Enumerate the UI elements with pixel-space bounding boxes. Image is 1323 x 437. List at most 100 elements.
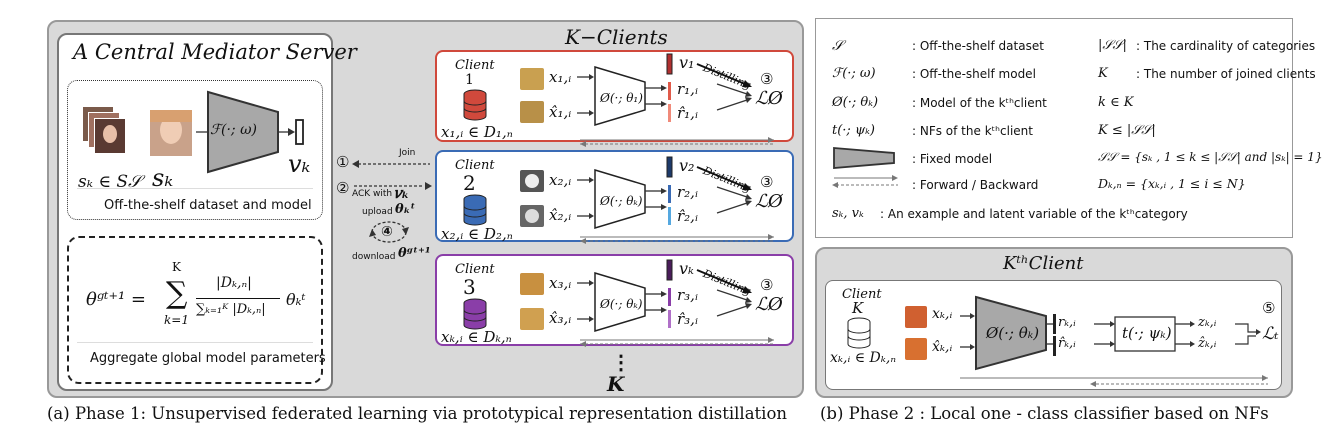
kth-repr: rₖ,ᵢ xyxy=(1058,315,1076,330)
client-input: x₂,ᵢ xyxy=(549,171,572,189)
database-icon xyxy=(463,298,487,330)
formula-theta: θₖᵗ xyxy=(286,290,306,309)
step3-marker: ③ xyxy=(760,70,774,88)
dog-photo xyxy=(520,68,544,90)
upload-label: upload xyxy=(362,207,393,217)
client-label: Client xyxy=(455,158,495,173)
client-repr: r₁,ᵢ xyxy=(677,80,698,98)
client-input-aug: x̂₃,ᵢ xyxy=(549,309,572,327)
formula-sum-sign: ∑ xyxy=(166,276,188,311)
legend-sym2: K ≤ |𝒮𝒮| xyxy=(1098,123,1156,138)
client-loss: ℒØ xyxy=(755,191,783,212)
client-repr: r₂,ᵢ xyxy=(677,183,698,201)
legend-desc: : Off-the-shelf model xyxy=(912,67,1036,81)
legend-desc2: : The cardinality of categories xyxy=(1136,39,1316,53)
kth-latent-z: zₖ,ᵢ xyxy=(1198,315,1217,330)
kth-model: Ø(·; θₖ) xyxy=(986,324,1040,342)
client-prototype: v₂ xyxy=(679,156,695,175)
client-prototype: v₁ xyxy=(679,53,695,72)
join-arrow xyxy=(352,160,430,168)
upload-var: θₖᵗ xyxy=(395,202,416,217)
kth-client-diagram xyxy=(960,295,1268,387)
legend-desc2: : The number of joined clients xyxy=(1136,67,1316,81)
legend-desc: : Forward / Backward xyxy=(912,178,1039,192)
legend-sym: ℱ(·; ω) xyxy=(832,66,876,81)
formula-num: |Dₖ,ₙ| xyxy=(216,275,252,291)
join-label: Join xyxy=(399,148,416,158)
client-model-diagram xyxy=(577,53,774,147)
client-data: xₖ,ᵢ ∈ Dₖ,ₙ xyxy=(441,328,512,346)
client-label: Client xyxy=(455,262,495,277)
ack-label: ACK with xyxy=(352,189,393,199)
kth-nf: t(·; ψₖ) xyxy=(1122,324,1172,342)
legend-desc: : Model of the kᵗʰclient xyxy=(912,96,1047,110)
divider xyxy=(77,342,313,343)
client-data: xₖ,ᵢ ∈ Dₖ,ₙ xyxy=(830,350,896,366)
formula-den: ∑ₖ₌₁ᴷ |Dₖ,ₙ| xyxy=(196,302,266,317)
client-repr-aug: r̂₃,ᵢ xyxy=(677,310,698,328)
face-photo-single xyxy=(150,110,192,156)
legend-sym2: Dₖ,ₙ = {xₖ,ᵢ , 1 ≤ i ≤ N} xyxy=(1098,176,1246,191)
dog-photo-augmented xyxy=(520,101,544,123)
formula-lhs: θᵍᵗ⁺¹ = xyxy=(86,289,146,310)
client-repr-aug: r̂₁,ᵢ xyxy=(677,104,698,122)
client-model-diagram xyxy=(577,156,774,244)
client-repr-aug: r̂₂,ᵢ xyxy=(677,207,698,225)
client-number: 1 xyxy=(465,72,474,88)
cycle-arrows xyxy=(369,221,409,243)
cat-photo xyxy=(520,273,544,295)
client-data: x₂,ᵢ ∈ D₂,ₙ xyxy=(441,225,513,243)
offshelf-model-label: ℱ(·; ω) xyxy=(210,122,257,138)
client-k: K xyxy=(852,299,864,317)
client-model-diagram xyxy=(577,259,774,347)
k-bottom-label: K xyxy=(607,372,625,396)
offshelf-model-trapezoid xyxy=(196,90,304,174)
phase1-caption: (a) Phase 1: Unsupervised federated lear… xyxy=(47,404,788,423)
panda-photo xyxy=(520,170,544,192)
database-icon xyxy=(463,194,487,226)
aggregate-box xyxy=(67,236,323,384)
server-sample: sₖ xyxy=(152,164,174,192)
cat-photo-augmented xyxy=(520,308,544,330)
legend-sym2: k ∈ K xyxy=(1098,95,1134,110)
panda-photo-augmented xyxy=(520,205,544,227)
step3-marker: ③ xyxy=(760,276,774,294)
clients-title: K−Clients xyxy=(565,25,668,49)
client-input-aug: x̂₂,ᵢ xyxy=(549,206,572,224)
client-input-aug: x̂₁,ᵢ xyxy=(549,103,572,121)
client-loss: ℒØ xyxy=(755,294,783,315)
formula-bar xyxy=(196,298,280,299)
legend-desc: : Off-the-shelf dataset xyxy=(912,39,1044,53)
phase2-caption: (b) Phase 2 : Local one - class classifi… xyxy=(820,404,1269,423)
legend-desc: : An example and latent variable of the … xyxy=(880,207,1188,221)
forward-backward-icon xyxy=(832,175,898,188)
step3-marker: ③ xyxy=(760,173,774,191)
step2-marker: ② xyxy=(336,179,350,197)
download-label: download xyxy=(352,252,396,262)
legend-desc: : Fixed model xyxy=(912,152,993,166)
download-var: θᵍᵗ⁺¹ xyxy=(398,246,431,261)
client-repr: r₃,ᵢ xyxy=(677,286,698,304)
face-photo-front xyxy=(94,118,126,154)
client-model: Ø(·; θ₁) xyxy=(600,91,643,105)
legend-desc: : NFs of the kᵗʰclient xyxy=(912,124,1033,138)
client-input: xₖ,ᵢ xyxy=(932,306,953,322)
legend-sym: t(·; ψₖ) xyxy=(832,123,875,138)
legend-sym: sₖ, vₖ xyxy=(832,206,864,221)
ack-var: 𝑣ₖ xyxy=(393,184,410,202)
client-data: x₁,ᵢ ∈ D₁,ₙ xyxy=(441,123,513,141)
legend-sym2: K xyxy=(1098,66,1108,81)
dataset-caption: Off-the-shelf dataset and model xyxy=(104,198,312,213)
ack-arrow xyxy=(354,182,432,190)
legend-sym2: |𝒮𝒮| xyxy=(1098,38,1127,53)
fixed-model-icon xyxy=(833,147,895,169)
client-input-aug: x̂ₖ,ᵢ xyxy=(932,339,953,355)
divider xyxy=(77,188,313,189)
client-model: Ø(·; θₖ) xyxy=(600,297,643,311)
ellipsis: ⋮ xyxy=(611,350,631,374)
client-input: x₃,ᵢ xyxy=(549,274,572,292)
client-label: Client xyxy=(455,58,495,73)
client-loss: ℒØ xyxy=(755,88,783,109)
legend-sym: Ø(·; θₖ) xyxy=(832,95,879,110)
step5-marker: ⑤ xyxy=(1262,299,1276,317)
